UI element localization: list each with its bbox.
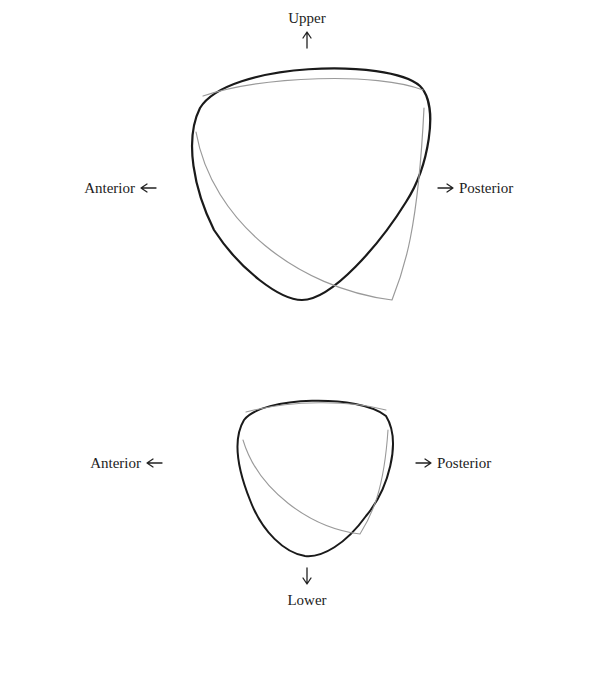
upper-inner-curve (196, 108, 424, 300)
direction-wrap: Anterior (84, 179, 135, 197)
direction-label: Posterior (437, 454, 491, 472)
direction-label: Posterior (459, 179, 513, 197)
arrow-up (303, 32, 311, 48)
lower-inner-line (246, 403, 386, 412)
arrow-left (147, 459, 162, 467)
arrow-right (438, 184, 453, 192)
direction-label: Upper (288, 9, 326, 27)
arrow-down (303, 568, 311, 584)
direction-label: Lower (287, 591, 326, 609)
direction-wrap: Posterior (437, 454, 491, 472)
direction-wrap: Lower (287, 591, 326, 609)
upper-outline (192, 68, 430, 300)
lower-inner-curve (243, 430, 388, 534)
lower-outline (237, 401, 392, 557)
direction-wrap: Posterior (459, 179, 513, 197)
direction-label: Anterior (90, 454, 141, 472)
direction-wrap: Anterior (90, 454, 141, 472)
arrow-left (141, 184, 156, 192)
arrow-right (416, 459, 431, 467)
direction-label: Anterior (84, 179, 135, 197)
direction-wrap: Upper (288, 9, 326, 27)
upper-inner-line (203, 79, 423, 96)
